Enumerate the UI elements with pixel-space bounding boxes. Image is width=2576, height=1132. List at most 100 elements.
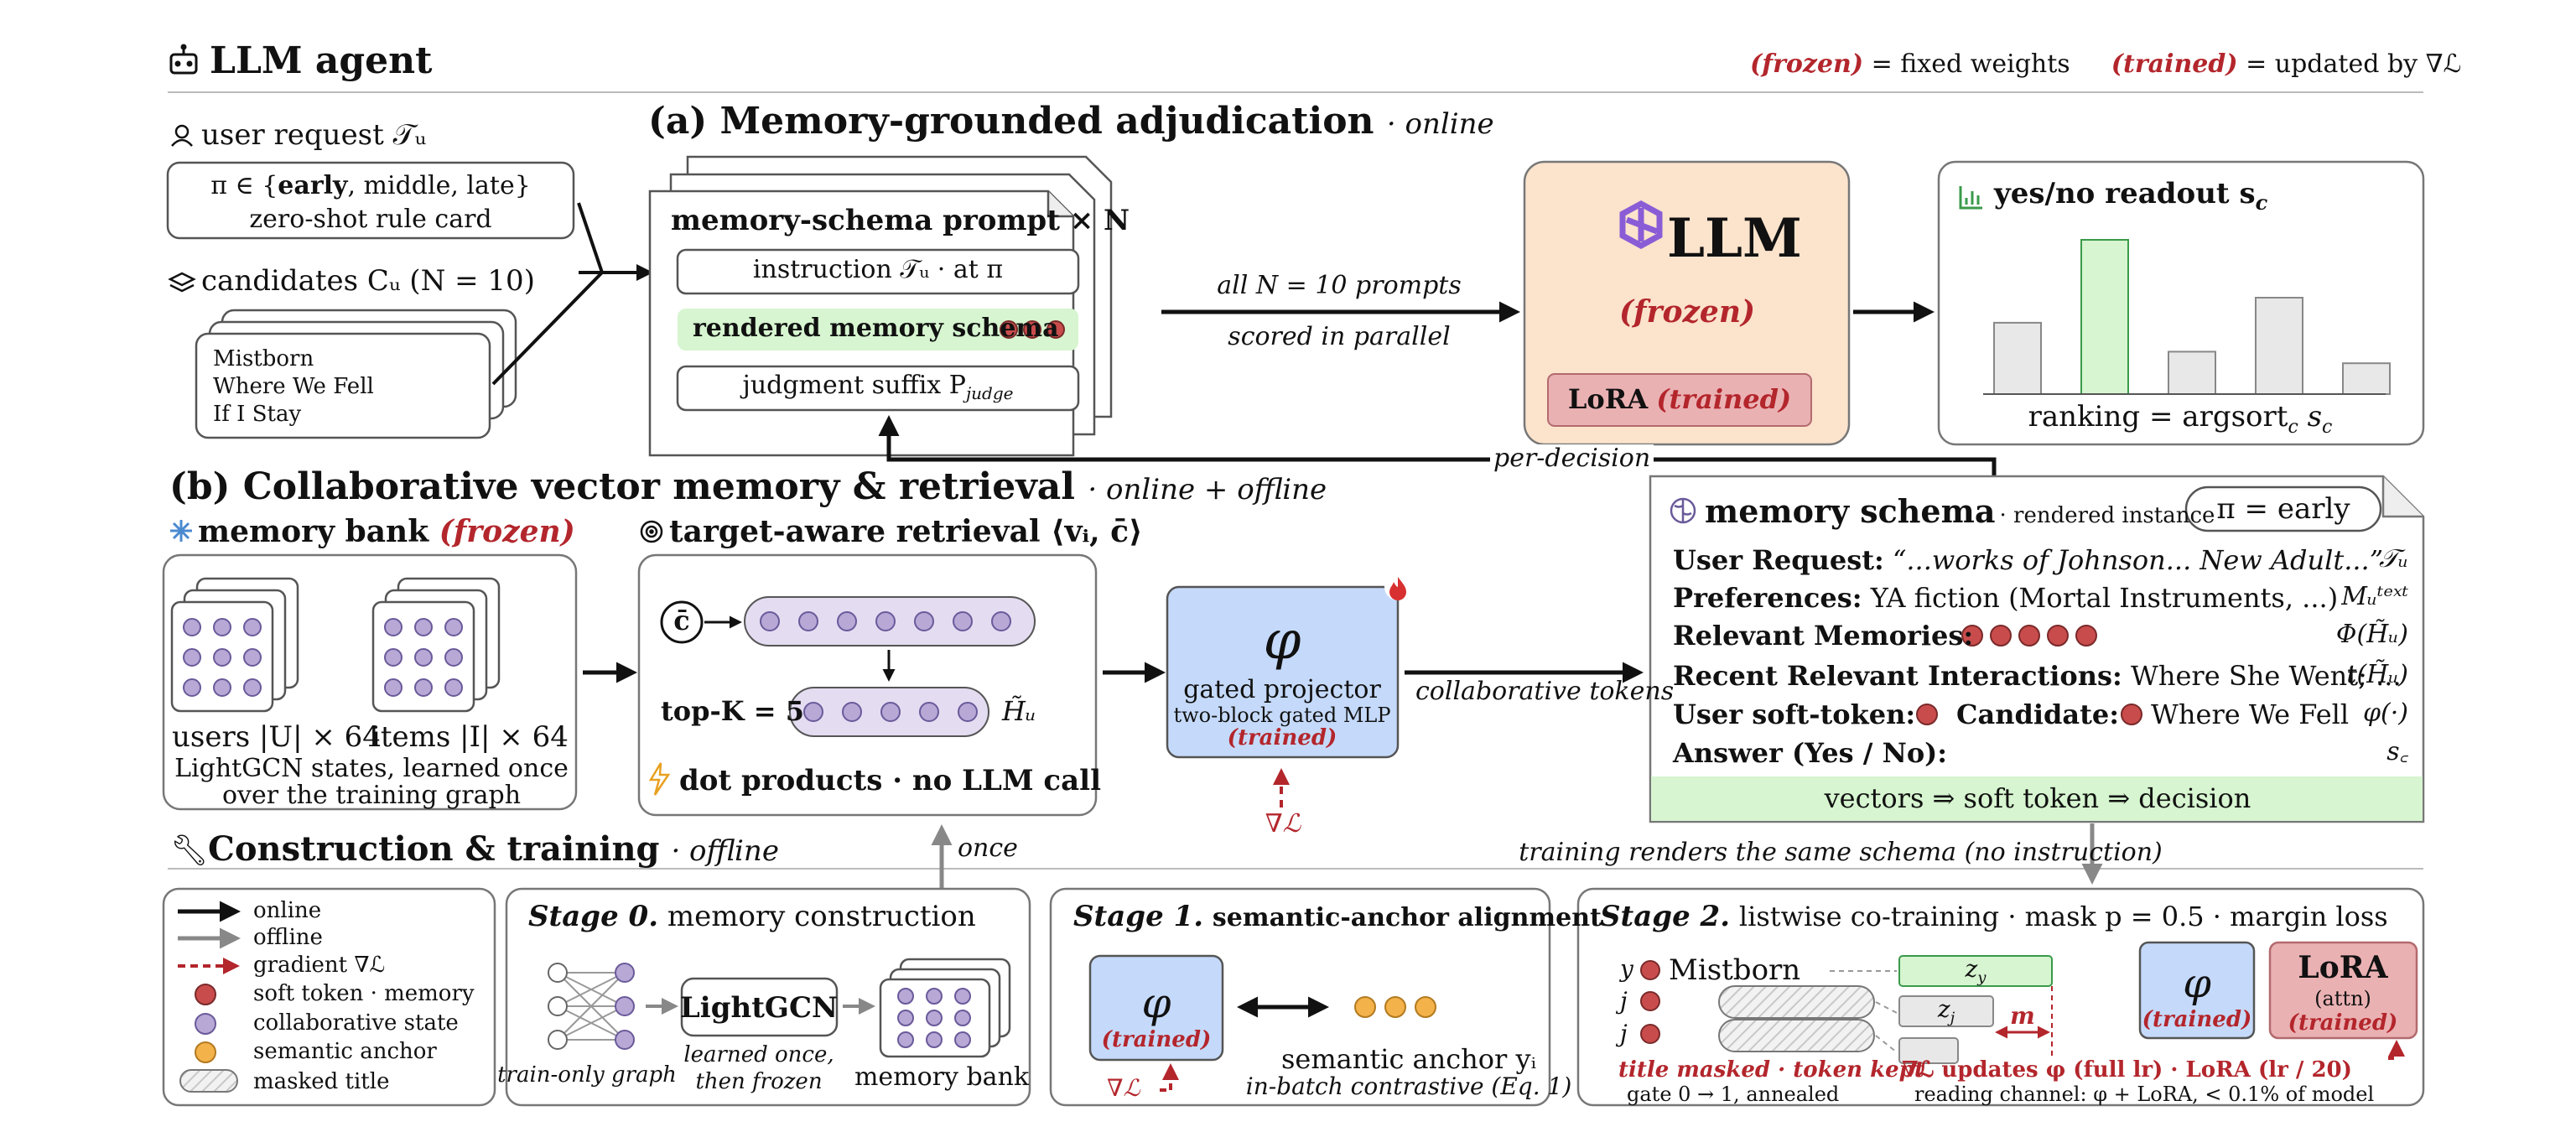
- readout-title: yes/no readout sc: [1994, 177, 2267, 214]
- section-c-title: Construction & training · offline: [208, 830, 779, 869]
- layers-icon: [168, 272, 196, 293]
- zj-dashed-link: [1875, 1001, 1898, 1014]
- graph-item-node: [615, 996, 635, 1016]
- candidate-item: Where We Fell: [213, 374, 374, 399]
- stage0-bank-dot: [954, 1010, 971, 1026]
- trained-legend-tag: (trained): [2111, 49, 2238, 79]
- items-dot: [414, 618, 433, 636]
- instruction-slot: [676, 248, 1080, 295]
- retrieval-dot: [914, 611, 934, 631]
- llm-frozen: (frozen): [1618, 294, 1756, 330]
- flame-icon: [1384, 574, 1411, 600]
- legend-anchor-dot: [195, 1041, 216, 1063]
- user-icon: [171, 124, 193, 147]
- instruction-text: instruction 𝒯ᵤ · at π: [752, 255, 1004, 284]
- items-dot: [414, 678, 433, 697]
- candidates-label: candidates Cᵤ (N = 10): [201, 264, 535, 298]
- zj2-dashed-link: [1875, 1035, 1898, 1053]
- section-a-label: (a) Memory-grounded adjudication: [648, 100, 1374, 143]
- rule-early: early: [278, 171, 348, 200]
- schema-memory-dot: [2047, 625, 2069, 646]
- zj-bar: [1898, 995, 1994, 1027]
- legend-anchor: semantic anchor: [253, 1039, 437, 1064]
- collab-tokens-label: collaborative tokens: [1415, 677, 1675, 706]
- prompt-title: memory-schema prompt × N: [671, 204, 1130, 237]
- hu-label: H̃ᵤ: [1002, 695, 1036, 727]
- users-dot: [243, 618, 262, 636]
- readout-bar: [2255, 297, 2303, 395]
- projector-box: [1166, 585, 1400, 759]
- stage0-bank-dot: [897, 1031, 914, 1048]
- schema-row-preferences: Preferences: YA fiction (Mortal Instrume…: [1673, 583, 2338, 614]
- graph-edge: [557, 972, 626, 1041]
- masked-title-1: [1718, 985, 1875, 1019]
- schema-row-request: User Request: “...works of Johnson... Ne…: [1673, 545, 2383, 576]
- stage2-subtitle: listwise co-training · mask p = 0.5 · ma…: [1738, 901, 2388, 932]
- users-dot: [183, 678, 201, 697]
- stage2-j: j: [1620, 987, 1628, 1015]
- stage0-bank-dot: [954, 988, 971, 1005]
- projector-symbol: φ: [1263, 610, 1301, 672]
- legend-online: online: [253, 898, 322, 923]
- snowflake-icon: [170, 520, 192, 542]
- retrieval-row-dots: [760, 611, 1011, 631]
- merge-line-top: [577, 202, 605, 274]
- readout-bars: [1993, 239, 2391, 396]
- items-dot: [384, 648, 402, 667]
- graph-user-node: [548, 1030, 568, 1050]
- items-dot: [384, 678, 402, 697]
- rule-card: [166, 161, 575, 240]
- anchor-dot: [1384, 996, 1406, 1018]
- cbar-label: c̄: [673, 605, 690, 636]
- stage0-title: Stage 0. memory construction: [528, 900, 976, 933]
- schema-candidate-key: Candidate:: [1956, 698, 2120, 730]
- stage2-phi-box: [2138, 941, 2256, 1040]
- stage0-bank-dot: [954, 1031, 971, 1048]
- schema-card-fold: [2381, 476, 2423, 518]
- retrieval-title: target-aware retrieval ⟨vᵢ, c̄⟩: [669, 514, 1143, 549]
- zj-main: z: [1937, 995, 1950, 1023]
- schema-sym: s꜀: [2386, 737, 2408, 766]
- stage0-bank-dot: [897, 988, 914, 1005]
- robot-icon: [169, 44, 198, 75]
- memory-bank-frozen: (frozen): [439, 514, 575, 549]
- graph-user-node: [548, 996, 568, 1016]
- merge-arrow: [491, 264, 653, 386]
- section-b-label: (b) Collaborative vector memory & retrie…: [169, 465, 1076, 508]
- users-dot: [183, 648, 201, 667]
- topk-dot: [880, 702, 901, 722]
- schema-key: User soft-token:: [1673, 698, 1916, 730]
- schema-sym: 𝒯ᵤ: [2379, 544, 2408, 574]
- users-label: users |U| × 64: [172, 720, 381, 754]
- ranking-label: ranking = argsortc sc: [2028, 400, 2333, 438]
- legend-collab-dot: [195, 1013, 216, 1035]
- training-note: training renders the same schema (no ins…: [1519, 838, 2163, 867]
- schema-val: YA fiction (Mortal Instruments, ...): [1870, 582, 2339, 614]
- stage1-label: Stage 1.: [1073, 900, 1204, 933]
- zy-bar: [1898, 955, 2053, 987]
- schema-key: Relevant Memories:: [1673, 620, 1974, 652]
- readout-bar: [1993, 321, 2042, 395]
- topk-dot: [919, 702, 939, 722]
- ranking-sub: c: [2288, 416, 2298, 438]
- ranking-end-sub: c: [2322, 416, 2333, 438]
- items-dot: [384, 618, 402, 636]
- memory-slot: [678, 309, 1078, 351]
- section-a-mode: · online: [1386, 107, 1494, 141]
- lora-name: LoRA: [1567, 383, 1649, 415]
- stage2-phi: φ: [2183, 960, 2211, 1007]
- schema-memory-dot: [1961, 625, 1983, 646]
- update-note: ∇ℒ updates φ (full lr) · LoRA (lr / 20): [1902, 1057, 2352, 1083]
- legend-masked-pill: [179, 1069, 238, 1093]
- retrieval-dot: [837, 611, 857, 631]
- stage1-gradient-arrow: [1160, 1063, 1179, 1092]
- candidate-item: If I Stay: [213, 402, 302, 427]
- rule-line-2: zero-shot rule card: [249, 205, 492, 234]
- readout-bar: [2168, 351, 2216, 395]
- users-dot: [183, 618, 201, 636]
- graph-edge: [557, 1005, 626, 1041]
- topk-label: top-K = 5: [661, 695, 804, 727]
- stage1-title: Stage 1. semantic-anchor alignment: [1073, 900, 1602, 933]
- readout-bar: [2342, 362, 2391, 396]
- memory-token-dot: [1046, 320, 1065, 339]
